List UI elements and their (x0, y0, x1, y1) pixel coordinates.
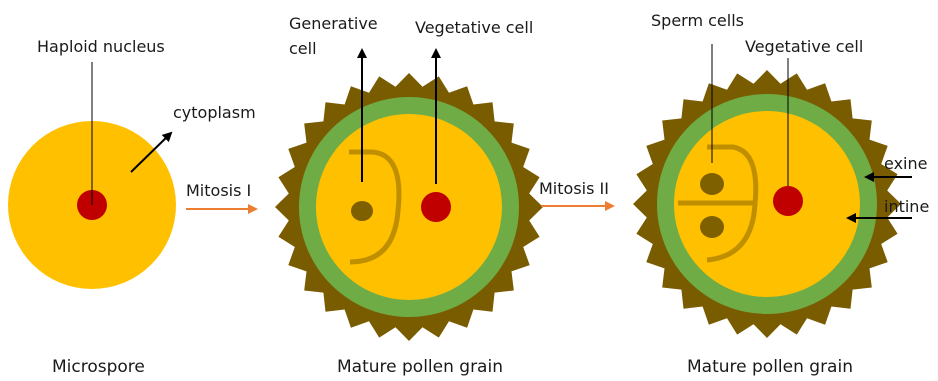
generative-nucleus (351, 201, 373, 221)
pollen-1-cytoplasm (316, 114, 502, 300)
pollen-grain-2-caption: Mature pollen grain (687, 357, 853, 376)
generative-cell-label-line1: Generative (289, 14, 378, 33)
pollen-grain-1 (275, 50, 543, 341)
pollen-grain-1-caption: Mature pollen grain (337, 357, 503, 376)
microspore (8, 62, 176, 289)
pollen-grain-2 (633, 44, 912, 338)
sperm-nucleus-upper (700, 173, 724, 195)
vegetative-nucleus-1 (421, 192, 451, 222)
microspore-caption: Microspore (52, 357, 145, 376)
haploid-nucleus-label: Haploid nucleus (37, 37, 165, 56)
cytoplasm-label: cytoplasm (173, 103, 256, 122)
vegetative-cell-2-label: Vegetative cell (745, 37, 863, 56)
generative-cell-label-line2: cell (289, 39, 317, 58)
intine-label: intine (884, 197, 929, 216)
mitosis-1-label: Mitosis I (186, 181, 251, 200)
exine-label: exine (884, 154, 927, 173)
sperm-nucleus-lower (700, 216, 724, 238)
vegetative-nucleus-2 (773, 186, 803, 216)
vegetative-cell-1-label: Vegetative cell (415, 18, 533, 37)
sperm-cells-label: Sperm cells (651, 11, 744, 30)
mitosis-2-label: Mitosis II (539, 179, 609, 198)
